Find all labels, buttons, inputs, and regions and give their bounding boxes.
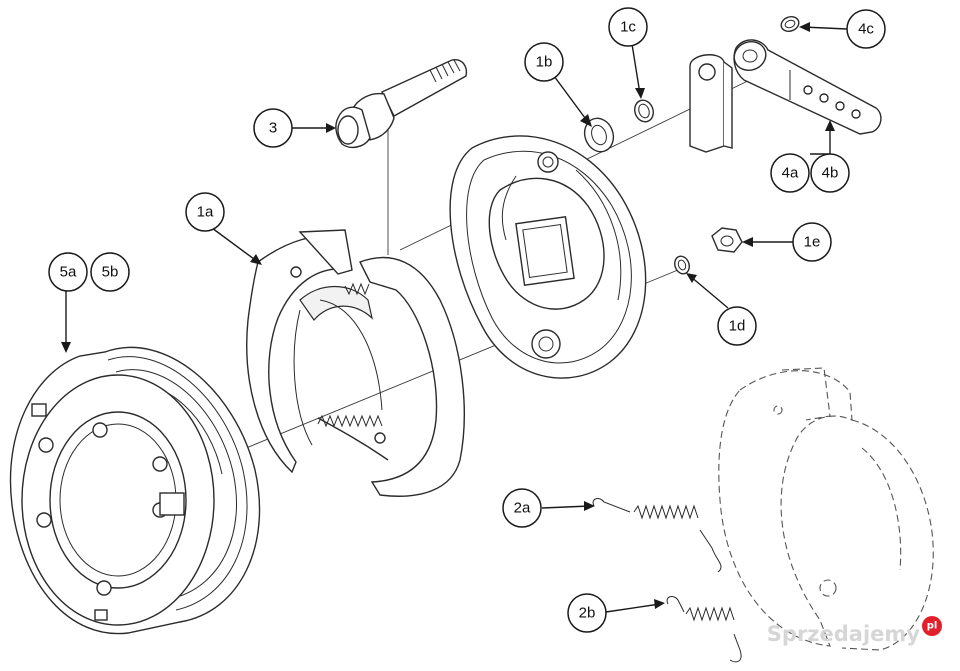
callout-4c: 4c	[846, 9, 886, 49]
callout-4b-label: 4b	[822, 165, 839, 182]
callout-5b: 5b	[90, 252, 130, 292]
watermark: Sprzedajemy pl	[767, 616, 942, 646]
callout-1d: 1d	[717, 306, 757, 346]
callout-1a: 1a	[185, 192, 225, 232]
return-spring-2a	[592, 498, 722, 573]
callout-5a-label: 5a	[60, 264, 77, 281]
callout-1c-label: 1c	[620, 19, 636, 36]
washer-1c	[634, 99, 654, 123]
phantom-brake-shoe	[718, 367, 934, 651]
brake-lever	[733, 39, 882, 135]
callout-5b-label: 5b	[102, 264, 119, 281]
callout-1b-label: 1b	[536, 54, 553, 71]
callout-2b-label: 2b	[579, 605, 596, 622]
return-spring-2b	[666, 596, 742, 663]
leader-lines	[61, 22, 848, 613]
callout-2a-label: 2a	[514, 500, 531, 517]
callout-4b: 4b	[810, 153, 850, 193]
callout-1b: 1b	[524, 42, 564, 82]
callout-3: 3	[253, 108, 293, 148]
callout-2a: 2a	[502, 488, 542, 528]
callout-4c-label: 4c	[858, 21, 874, 38]
callout-3-label: 3	[269, 120, 277, 137]
callout-2b: 2b	[567, 593, 607, 633]
link-plate	[689, 54, 733, 153]
callout-1d-label: 1d	[729, 318, 746, 335]
backing-plate	[449, 135, 647, 379]
brake-drum	[9, 346, 261, 635]
nut-1e	[711, 227, 743, 253]
callout-1e-label: 1e	[804, 234, 821, 251]
callout-5a: 5a	[48, 252, 88, 292]
washer-1d	[674, 255, 690, 275]
watermark-logo-label: pl	[927, 621, 938, 632]
callout-1e: 1e	[792, 222, 832, 262]
callout-4a-label: 4a	[782, 165, 799, 182]
callout-1c: 1c	[608, 7, 648, 47]
watermark-logo-badge	[922, 616, 942, 636]
callout-4a: 4a	[770, 153, 810, 193]
camshaft	[335, 59, 468, 149]
retaining-clip-4c	[780, 16, 800, 32]
watermark-text: Sprzedajemy	[767, 622, 921, 646]
brake-shoe-assembly	[246, 229, 465, 497]
callout-1a-label: 1a	[197, 204, 214, 221]
